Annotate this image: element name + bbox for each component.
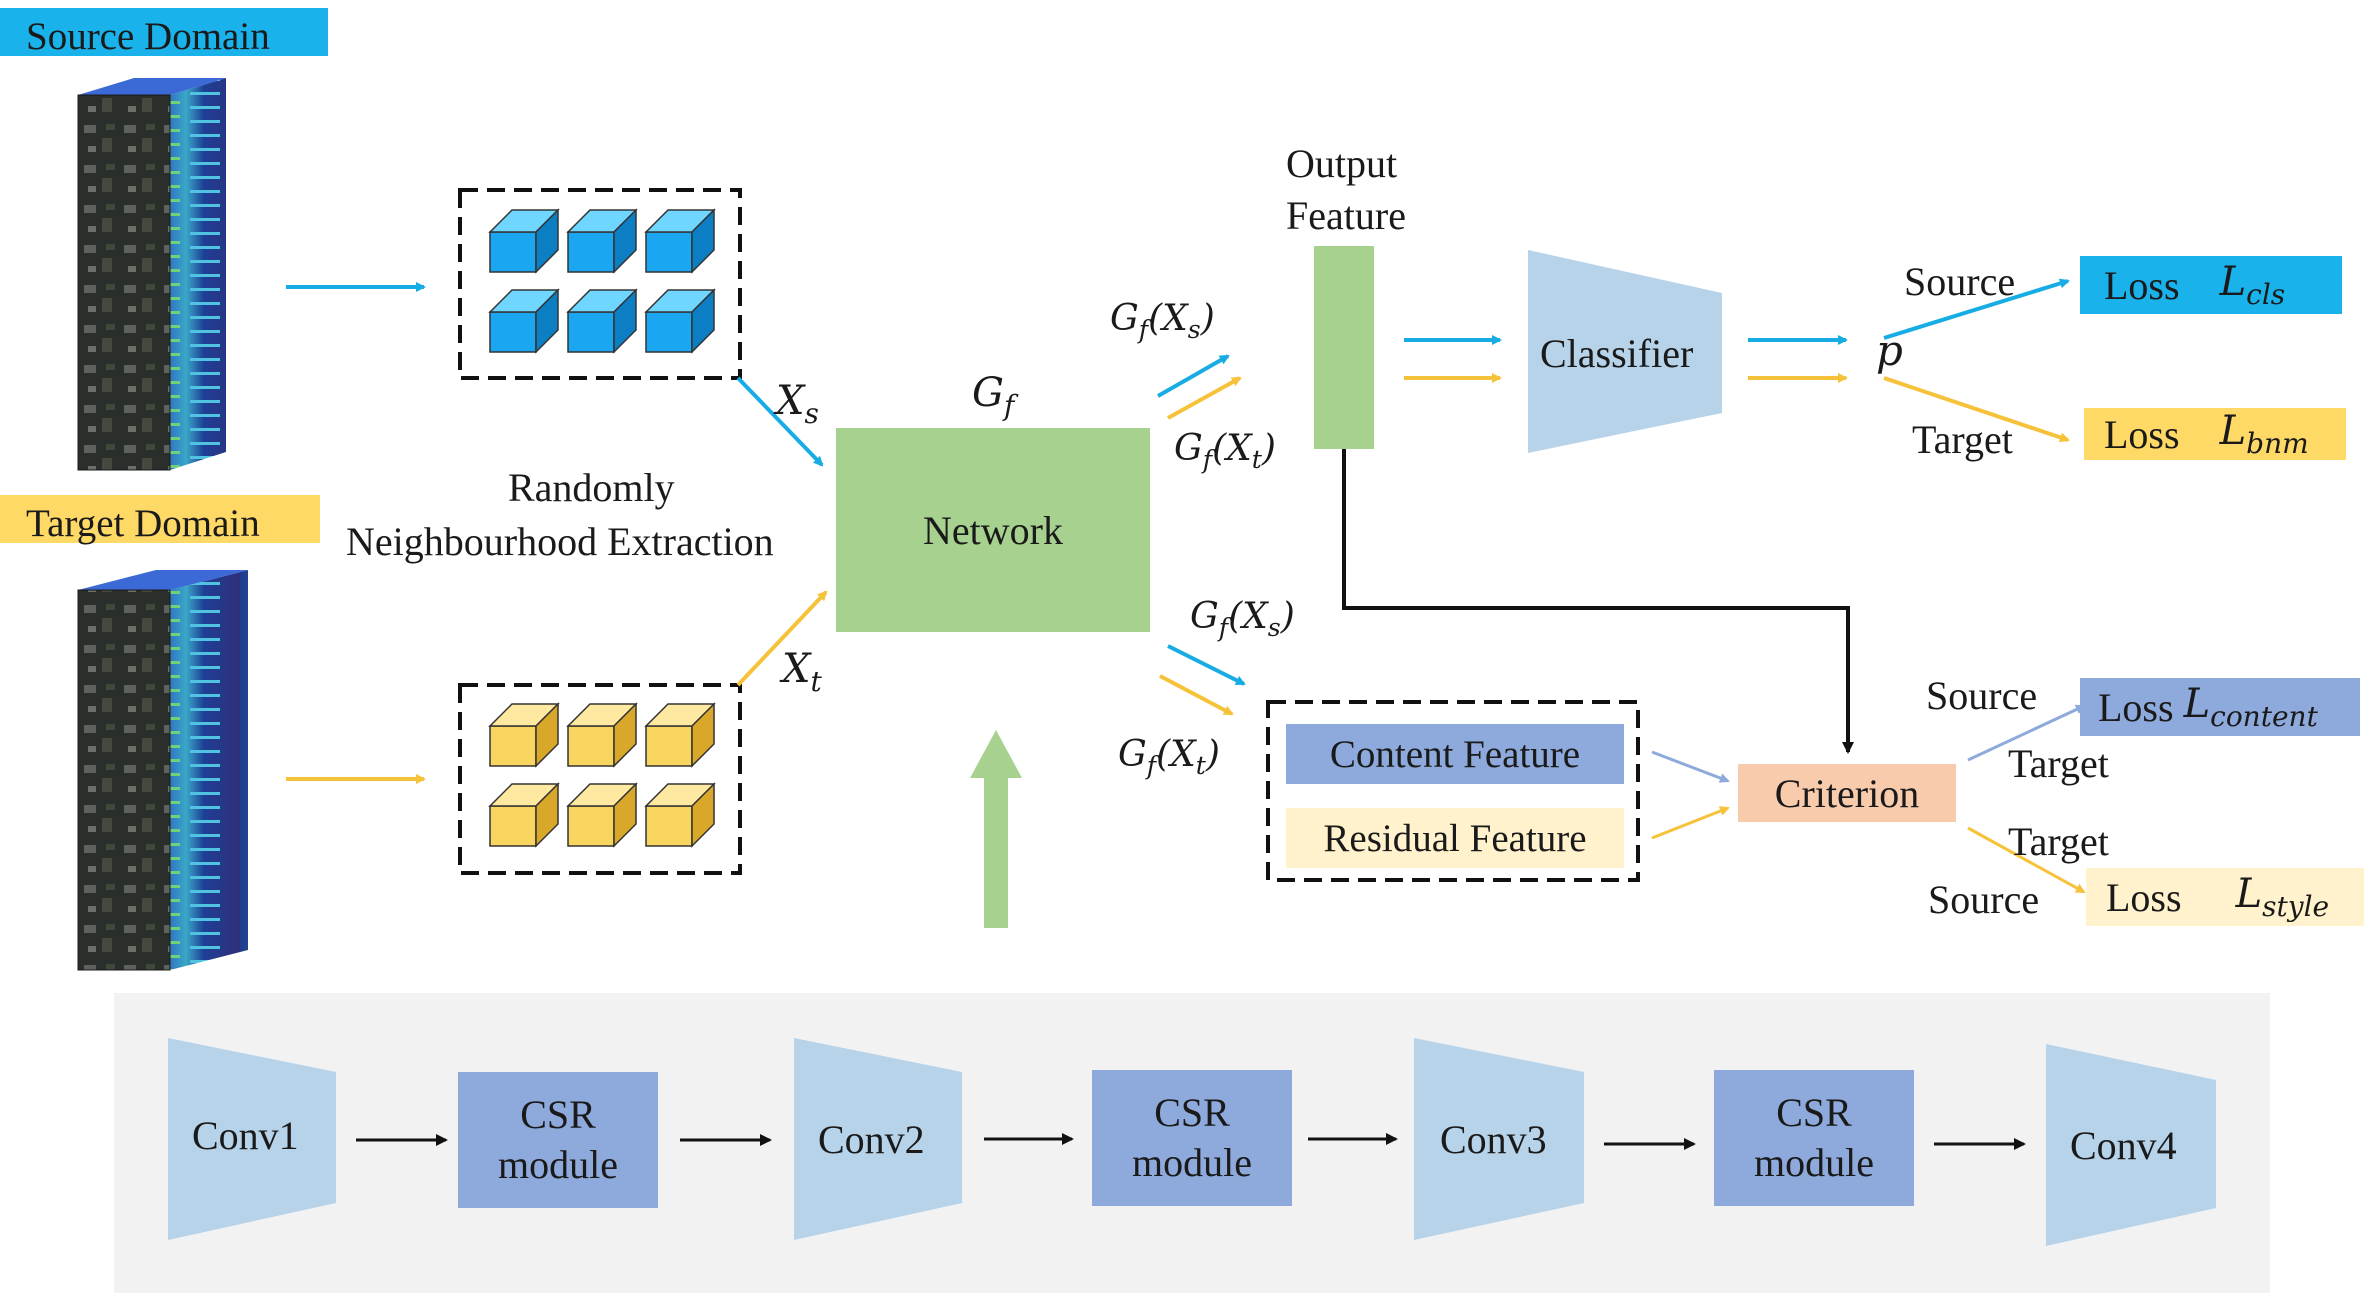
- output-feature-label-line2: Feature: [1286, 193, 1406, 238]
- pipeline-up-arrow: [970, 730, 1022, 928]
- source-patch-cube-6: [644, 288, 716, 354]
- gf-xt-top-label: Gf(Xt): [1174, 428, 1276, 475]
- route-source-content: Source: [1926, 673, 2038, 718]
- target-patch-cubes: [488, 702, 716, 848]
- conv2-label: Conv2: [818, 1117, 925, 1162]
- conv3-shape: [1414, 1038, 1584, 1240]
- classifier-label: Classifier: [1540, 331, 1694, 376]
- gfxt-bottom-arrow: [1159, 674, 1234, 716]
- xt-symbol: Xt: [782, 646, 822, 698]
- gfxs-top-arrow: [1157, 354, 1230, 398]
- route-source-style: Source: [1928, 877, 2040, 922]
- criterion-to-content-loss-arrow: [1967, 704, 2086, 762]
- conv1-label: Conv1: [192, 1113, 299, 1158]
- classifier-shape: [1528, 250, 1722, 453]
- gf-xs-bottom-label: Gf(Xs): [1190, 596, 1295, 643]
- target-patch-cube-3: [644, 702, 716, 768]
- feature-group-box: [1266, 700, 1640, 882]
- target-patch-cube-1: [488, 702, 560, 768]
- gfxs-bottom-arrow: [1167, 644, 1246, 686]
- target-patch-cube-2: [566, 702, 638, 768]
- extraction-label-line2: Neighbourhood Extraction: [346, 519, 774, 564]
- xt-to-network-arrow: [736, 590, 828, 687]
- loss-bnm-box: Loss Lbnm: [2084, 408, 2346, 460]
- residual-to-criterion-arrow: [1651, 806, 1730, 840]
- residual-feature-box: Residual Feature: [1286, 808, 1624, 868]
- source-patch-cube-4: [488, 288, 560, 354]
- conv2-shape: [794, 1038, 962, 1240]
- route-target-content: Target: [2008, 741, 2109, 786]
- p-to-cls-arrow: [1883, 278, 2070, 340]
- target-patch-cube-4: [488, 782, 560, 848]
- target-domain-tag: Target Domain: [0, 495, 320, 543]
- source-hsi-cube: [77, 78, 226, 471]
- loss-cls-box: Loss Lcls: [2080, 256, 2342, 314]
- target-patches-box: [458, 683, 742, 875]
- source-patches-box: [458, 188, 742, 380]
- xs-symbol: Xs: [776, 378, 819, 430]
- target-hsi-cube: [77, 570, 248, 971]
- source-patch-cube-5: [566, 288, 638, 354]
- extraction-label-line1: Randomly: [508, 465, 675, 510]
- csr2-shape: [1092, 1070, 1292, 1206]
- content-to-criterion-arrow: [1651, 750, 1730, 783]
- source-patch-cube-1: [488, 208, 560, 274]
- source-domain-tag: Source Domain: [0, 8, 328, 56]
- output-feature-bar: [1314, 246, 1374, 449]
- route-source-top: Source: [1904, 259, 2016, 304]
- network-label: Network: [923, 507, 1063, 553]
- conv4-label: Conv4: [2070, 1123, 2177, 1168]
- feature-to-criterion-line: [1342, 449, 1854, 754]
- source-patch-cubes: [488, 208, 716, 354]
- output-feature-label-line1: Output: [1286, 141, 1398, 186]
- xs-to-network-arrow: [736, 376, 824, 467]
- criterion-to-style-loss-arrow: [1967, 826, 2086, 894]
- network-box: Network: [836, 428, 1150, 632]
- loss-style-box: Loss Lstyle: [2086, 868, 2364, 926]
- route-target-style: Target: [2008, 819, 2109, 864]
- gf-xs-top-label: Gf(Xs): [1110, 298, 1215, 345]
- p-symbol: p: [1876, 326, 1903, 375]
- gfxt-top-arrow: [1167, 376, 1242, 420]
- target-patch-cube-5: [566, 782, 638, 848]
- loss-content-box: Loss Lcontent: [2080, 678, 2360, 736]
- content-feature-box: Content Feature: [1286, 724, 1624, 784]
- csr3-shape: [1714, 1070, 1914, 1206]
- conv4-shape: [2046, 1044, 2216, 1246]
- route-target-top: Target: [1912, 417, 2013, 462]
- gf-xt-bottom-label: Gf(Xt): [1118, 734, 1220, 781]
- p-to-bnm-arrow: [1883, 376, 2070, 443]
- conv3-label: Conv3: [1440, 1117, 1547, 1162]
- criterion-box: Criterion: [1738, 764, 1956, 822]
- target-patch-cube-6: [644, 782, 716, 848]
- source-patch-cube-2: [566, 208, 638, 274]
- source-patch-cube-3: [644, 208, 716, 274]
- csr1-shape: [458, 1072, 658, 1208]
- gf-symbol: Gf: [972, 370, 1015, 422]
- conv1-shape: [168, 1038, 336, 1240]
